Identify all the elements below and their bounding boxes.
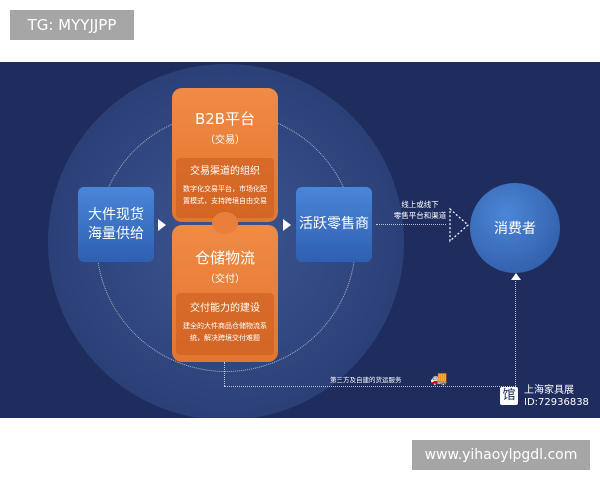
- logistics-desc2: 统，解决跨境交付难题: [190, 334, 260, 342]
- channel-line1: 线上或线下: [401, 200, 439, 209]
- brand-logo-icon: 馆: [500, 387, 518, 405]
- bottom-watermark: www.yihaoylpgdl.com: [412, 440, 590, 470]
- truck-icon: 🚚: [430, 371, 448, 387]
- retailer-box: 活跃零售商: [296, 187, 372, 262]
- supply-line2: 海量供给: [88, 225, 144, 242]
- b2b-desc1: 数字化交易平台，市场化配: [183, 185, 267, 193]
- diagram-panel: 大件现货海量供给 B2B平台 （交易） 交易渠道的组织 数字化交易平台，市场化配…: [0, 62, 600, 418]
- b2b-title: B2B平台: [194, 110, 256, 128]
- channel-line: [376, 224, 446, 225]
- return-line-vertical: [515, 274, 516, 386]
- brand-id: ID:72936838: [524, 397, 589, 408]
- channel-line2: 零售平台和渠道: [393, 211, 447, 220]
- logistics-subtitle: （交付）: [205, 274, 245, 285]
- b2b-platform-card: B2B平台 （交易） 交易渠道的组织 数字化交易平台，市场化配 置模式，支持跨境…: [172, 88, 278, 222]
- chevron-right-icon: [449, 207, 469, 243]
- arrow-right-icon: [283, 219, 291, 231]
- logistics-heading: 交付能力的建设: [190, 303, 260, 314]
- arrow-right-icon: [158, 219, 166, 231]
- delivery-line: [224, 386, 516, 387]
- b2b-desc2: 置模式，支持跨境自由交易: [183, 197, 267, 205]
- logistics-title: 仓储物流: [194, 249, 255, 267]
- consumer-circle: 消费者: [470, 183, 560, 273]
- supply-line1: 大件现货: [88, 206, 144, 223]
- logistics-down-line: [224, 362, 225, 386]
- logistics-card: 仓储物流 （交付） 交付能力的建设 建全的大件商品仓储物流系 统，解决跨境交付难…: [172, 225, 278, 362]
- channel-label: 线上或线下零售平台和渠道: [380, 199, 460, 221]
- b2b-subtitle: （交易）: [205, 135, 245, 146]
- supply-box: 大件现货海量供给: [78, 187, 154, 262]
- brand-name: 上海家具展: [524, 385, 574, 396]
- delivery-label: 第三方及自建的货运服务: [330, 376, 402, 384]
- puzzle-connector: [212, 212, 238, 234]
- b2b-heading: 交易渠道的组织: [190, 166, 260, 177]
- arrow-up-icon: [511, 273, 521, 280]
- logistics-desc1: 建全的大件商品仓储物流系: [183, 322, 267, 330]
- top-watermark: TG: MYYJJPP: [10, 10, 134, 40]
